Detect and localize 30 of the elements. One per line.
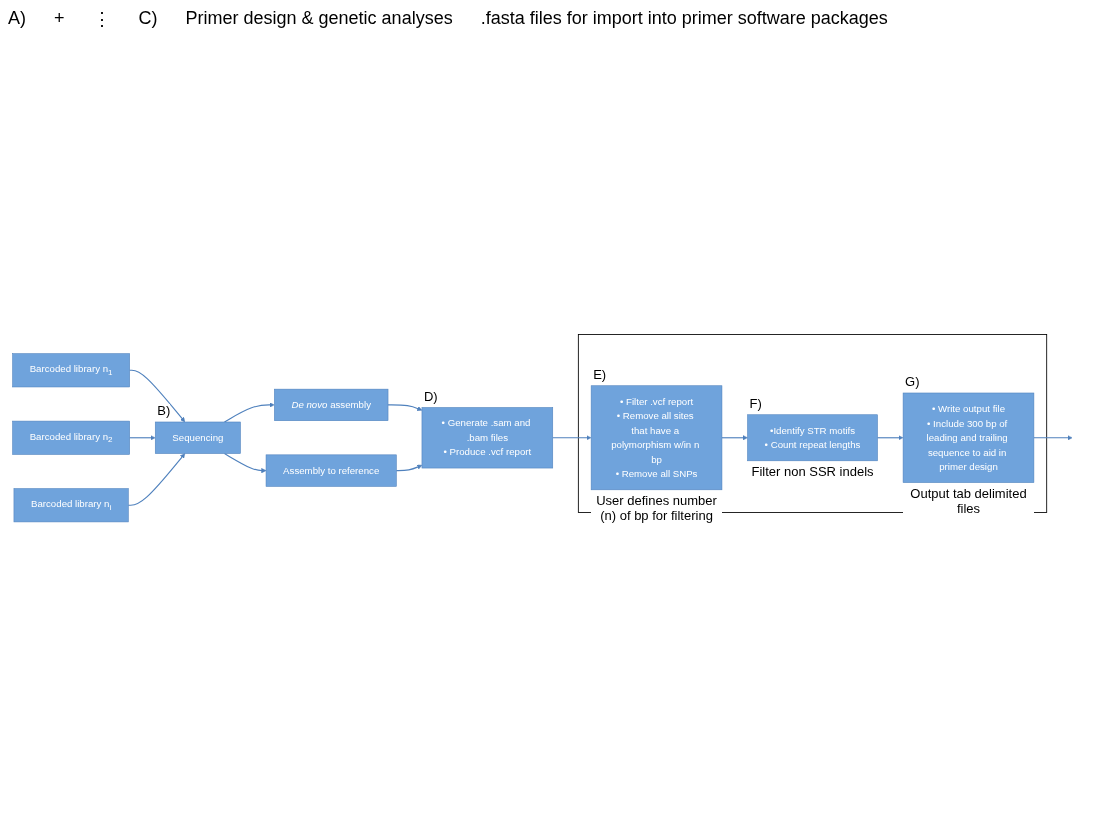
arrow xyxy=(721,435,748,441)
arrow xyxy=(387,404,423,412)
arrow xyxy=(552,435,592,441)
step-caption: User defines number (n) of bp for filtering xyxy=(591,494,722,524)
step-letter: G) xyxy=(905,375,920,391)
arrow xyxy=(223,453,267,474)
note-text: ⋮ xyxy=(92,8,111,30)
arrow xyxy=(395,464,423,472)
note-text: + xyxy=(54,8,65,30)
note-text: Primer design & genetic analyses xyxy=(185,8,453,30)
node-box: •Identify STR motifs • Count repeat lengths xyxy=(747,414,878,462)
node-box: Sequencing xyxy=(154,421,241,455)
arrow xyxy=(1033,435,1073,441)
note-text: .fasta files for import into primer software packages xyxy=(480,8,888,30)
arrow xyxy=(876,435,904,441)
note-text: C) xyxy=(138,8,158,30)
node-box: Barcoded library n$_{1}$ xyxy=(12,353,130,388)
node-box: • Generate .sam and .bam files • Produce .vcf report xyxy=(421,407,554,469)
step-letter: B) xyxy=(157,404,171,420)
node-box: • Write output file • Include 300 bp of leading and trailing sequence to aid in primer design xyxy=(902,392,1035,484)
arrow xyxy=(129,435,156,441)
node-box: Barcoded library n$_{i}$ xyxy=(13,488,129,523)
node-box: Assembly to reference xyxy=(265,454,397,487)
node-box: De novo assembly xyxy=(274,389,389,422)
step-letter: D) xyxy=(423,389,438,405)
arrow xyxy=(127,453,186,507)
arrow xyxy=(223,402,275,423)
node-box: • Filter .vcf report • Remove all sites that have a polymorphism w/in n bp • Remove all SNPs xyxy=(590,385,723,491)
note-text: A) xyxy=(8,8,26,30)
node-box: Barcoded library n$_{2}$ xyxy=(12,421,130,455)
